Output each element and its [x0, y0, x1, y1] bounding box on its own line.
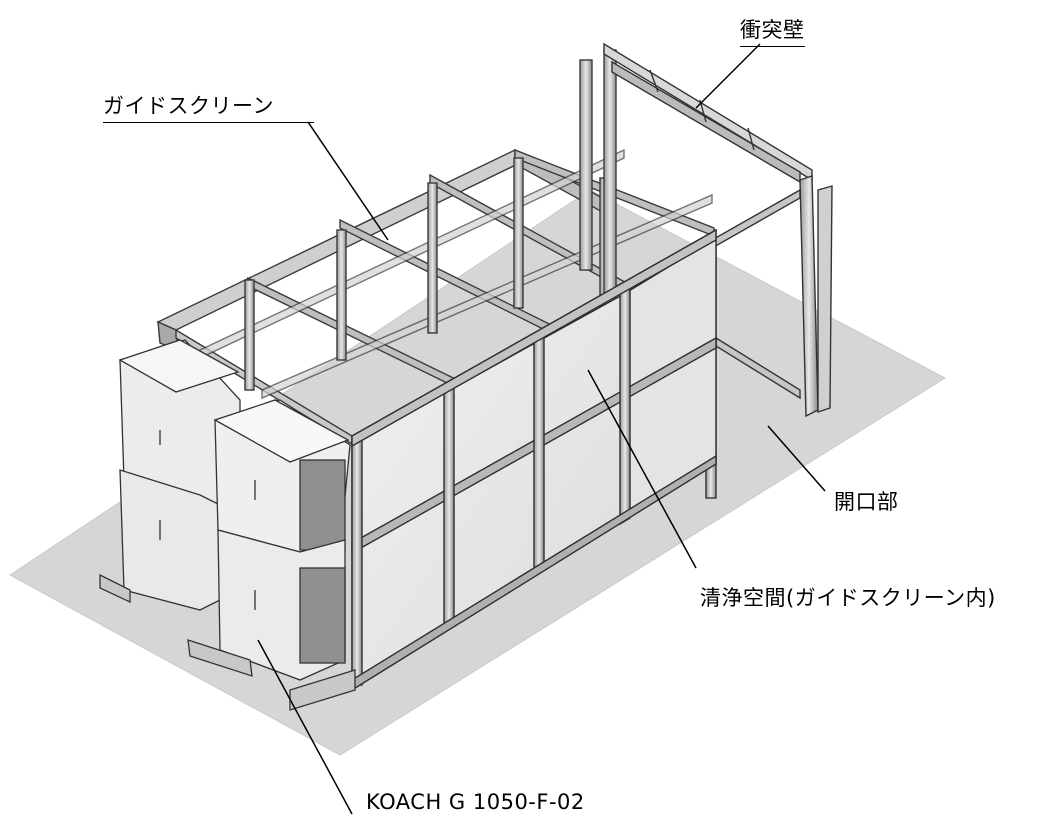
model-label: KOACH G 1050-F-02	[366, 790, 585, 814]
koach-units	[99, 339, 356, 711]
collision-wall-label: 衝突壁	[740, 14, 805, 47]
clean-space-panels	[351, 228, 717, 692]
leader-clean-space	[587, 369, 697, 569]
leader-model	[257, 639, 353, 815]
leader-lines	[257, 43, 826, 815]
clean-space-label: 清浄空間(ガイドスクリーン内)	[700, 586, 996, 610]
leader-guide-screen	[307, 121, 389, 241]
opening-label: 開口部	[834, 490, 899, 514]
collision-wall	[603, 42, 833, 418]
leader-opening	[767, 425, 826, 492]
leader-collision-wall	[695, 43, 761, 109]
guide-screen-label: ガイドスクリーン	[103, 90, 314, 123]
